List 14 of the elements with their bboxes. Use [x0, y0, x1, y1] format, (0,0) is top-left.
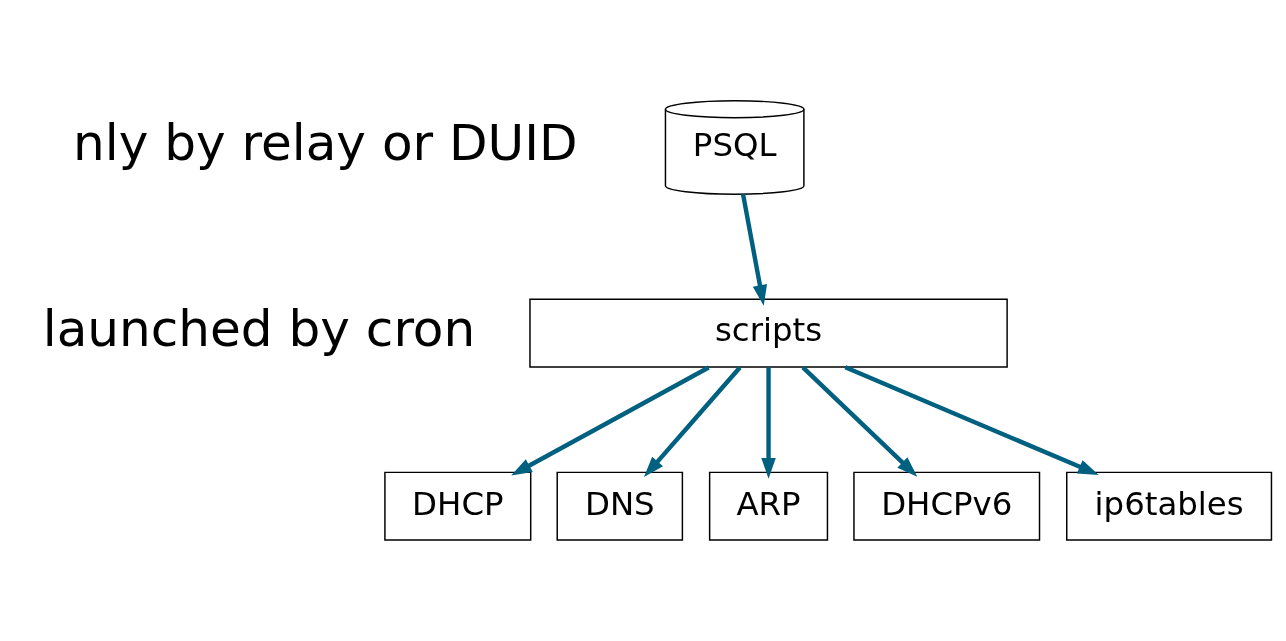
node-box: ip6tables	[1066, 471, 1273, 541]
arrow	[844, 365, 1099, 475]
node-box: DHCPv6	[853, 471, 1041, 541]
arrow	[644, 366, 742, 478]
label: launched by cron	[42, 300, 476, 359]
node-box: ARP	[708, 471, 829, 541]
label: nly by relay or DUID	[73, 114, 578, 173]
arrow	[511, 365, 710, 476]
node-box: scripts	[529, 298, 1008, 368]
arrow	[761, 367, 776, 479]
arrow	[801, 365, 918, 477]
node-box: DNS	[556, 471, 684, 541]
arrow	[740, 193, 768, 306]
node-box: DHCP	[384, 471, 532, 541]
